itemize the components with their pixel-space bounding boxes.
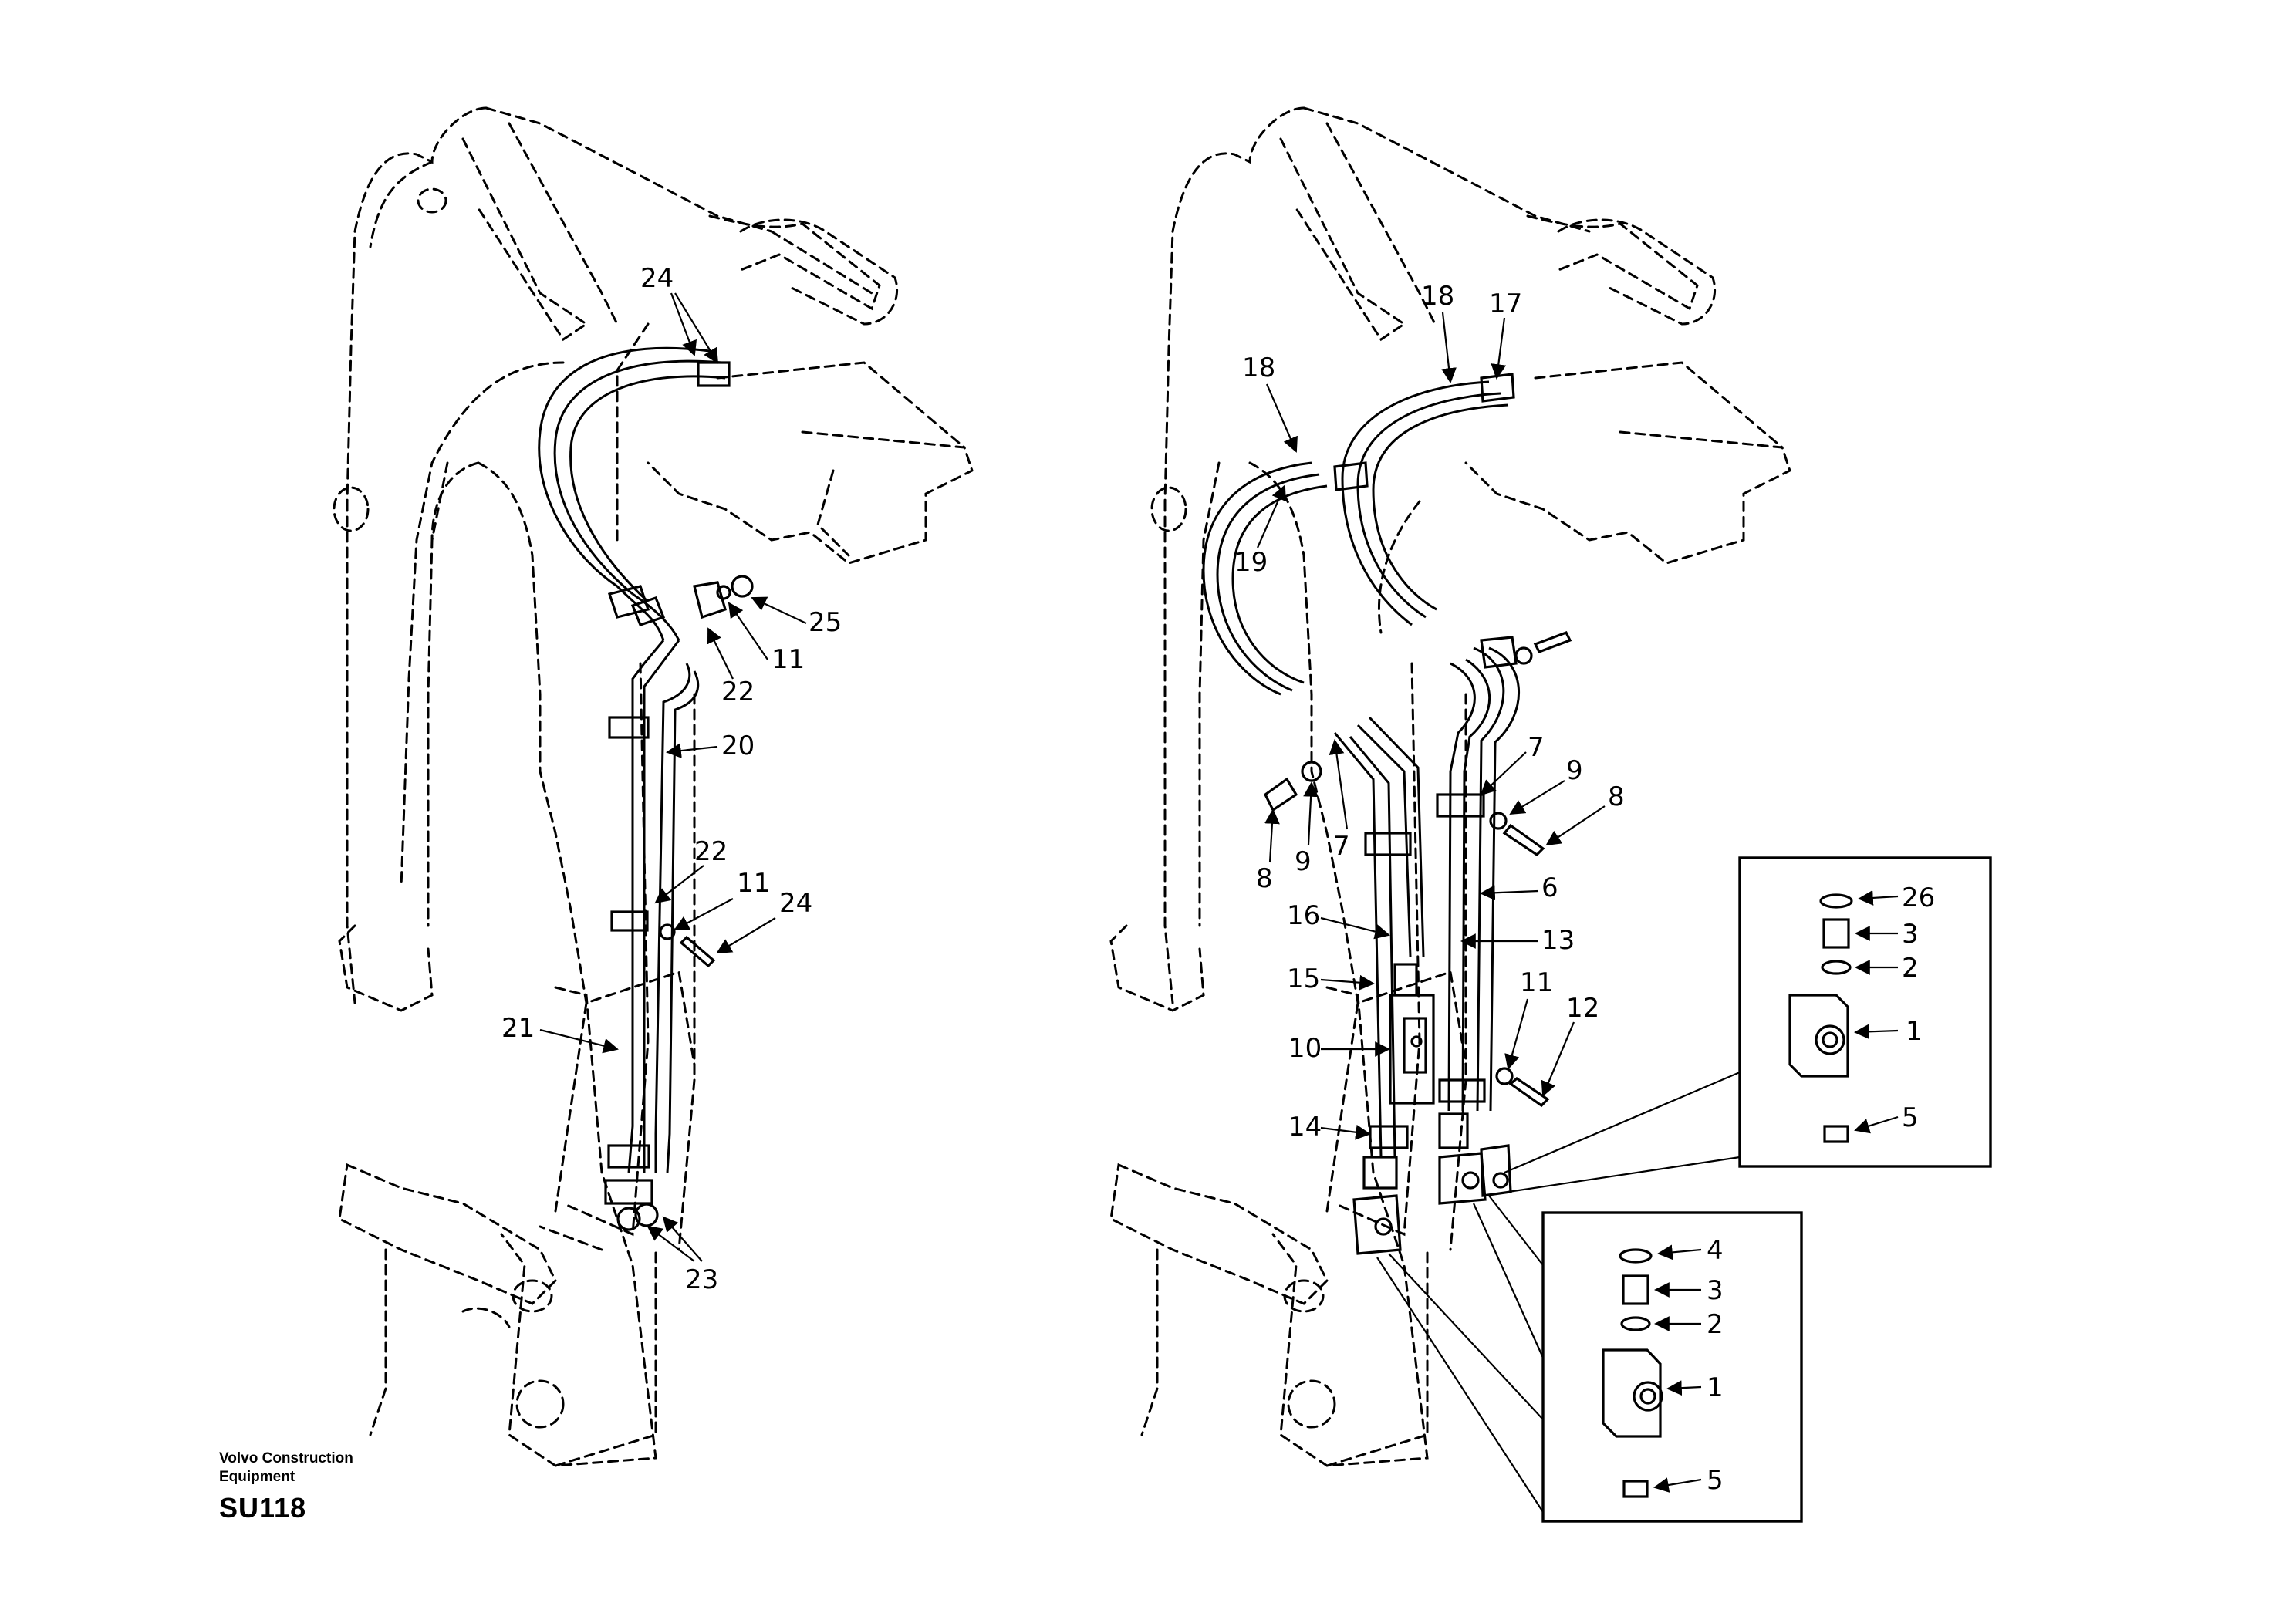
callout-label: 20	[721, 731, 755, 761]
callout-label: 1	[1906, 1016, 1923, 1047]
callout-label: 8	[1608, 781, 1625, 812]
callout-label: 11	[737, 868, 770, 899]
inset-box-bottom	[1541, 1211, 1803, 1523]
callout-label: 8	[1256, 863, 1273, 894]
callout-label: 7	[1333, 831, 1350, 862]
callout-label: 6	[1541, 872, 1558, 903]
right-callouts: 18 17 18 19 7 9 8 8 9 7 6 13 16 15 10 14…	[1234, 281, 1625, 1142]
callout-label: 15	[1287, 964, 1320, 994]
callout-label: 5	[1902, 1102, 1919, 1133]
callout-label: 10	[1288, 1033, 1322, 1064]
callout-label: 16	[1287, 900, 1320, 931]
callout-label: 3	[1902, 919, 1919, 950]
left-boom-outline	[333, 106, 974, 1467]
callout-label: 23	[685, 1264, 718, 1295]
callout-label: 26	[1902, 883, 1935, 913]
brand-line-2: Equipment	[219, 1469, 295, 1485]
callout-label: 18	[1242, 353, 1275, 383]
callout-label: 18	[1421, 281, 1454, 312]
callout-label: 13	[1541, 925, 1575, 956]
callout-label: 1	[1707, 1372, 1724, 1403]
callout-label: 11	[1520, 967, 1553, 998]
callout-label: 4	[1707, 1235, 1724, 1266]
callout-label: 19	[1234, 547, 1268, 578]
callout-label: 22	[721, 677, 755, 707]
callout-label: 21	[501, 1013, 535, 1044]
callout-label: 11	[772, 644, 805, 675]
callout-label: 22	[694, 836, 728, 867]
brand-line-1: Volvo Construction	[219, 1450, 353, 1466]
diagram-code: SU118	[219, 1492, 307, 1524]
left-hoses	[538, 346, 754, 1231]
callout-label: 9	[1295, 846, 1312, 877]
callout-label: 24	[779, 888, 812, 919]
callout-label: 9	[1566, 755, 1583, 786]
right-hoses	[1202, 373, 1572, 1255]
callout-label: 25	[809, 607, 842, 638]
callout-label: 14	[1288, 1112, 1322, 1142]
callout-label: 12	[1566, 993, 1599, 1024]
inset-top-callouts: 26 3 2 1 5	[1854, 883, 1935, 1134]
callout-label: 17	[1489, 289, 1522, 319]
callout-label: 5	[1707, 1465, 1724, 1496]
inset-bottom-callouts: 4 3 2 1 5	[1653, 1235, 1724, 1496]
callout-label: 24	[640, 263, 674, 294]
callout-label: 2	[1902, 953, 1919, 984]
left-callouts: 24 25 11 22 20 22 11 24 21 23	[501, 263, 842, 1295]
callout-label: 7	[1528, 732, 1545, 763]
callout-label: 3	[1707, 1275, 1724, 1306]
inset-box-top	[1738, 856, 1992, 1168]
callout-label: 2	[1707, 1309, 1724, 1340]
